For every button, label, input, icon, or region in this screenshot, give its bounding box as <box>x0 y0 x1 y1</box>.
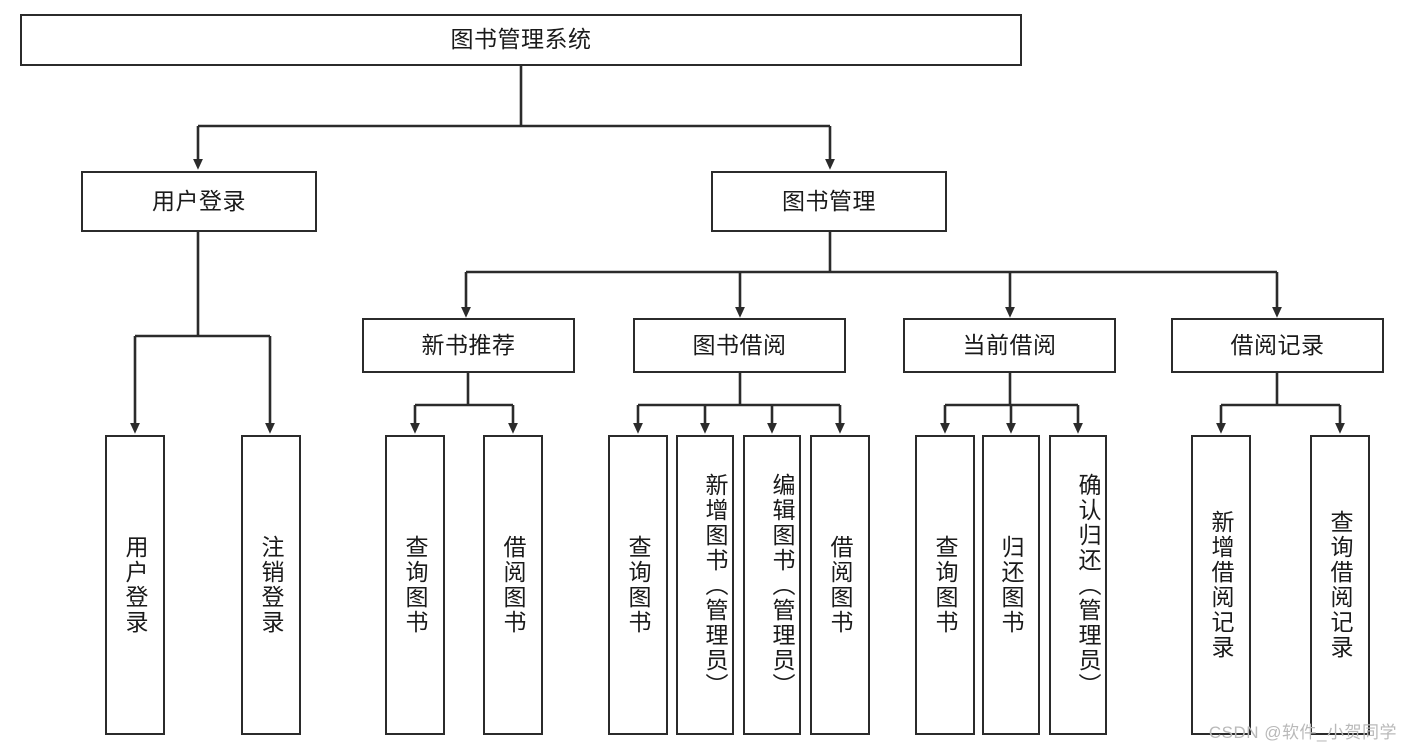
leaf-current-borrow-return[interactable]: 归还图书 <box>982 435 1040 735</box>
node-current-borrow[interactable]: 当前借阅 <box>903 318 1116 373</box>
node-new-book-recommend[interactable]: 新书推荐 <box>362 318 575 373</box>
node-book-management-label: 图书管理 <box>782 187 876 214</box>
node-borrow-record-label: 借阅记录 <box>1230 331 1325 358</box>
leaf-label: 借阅图书 <box>500 535 526 635</box>
leaf-label: 查询图书 <box>625 535 651 635</box>
leaf-label: 查询借阅记录 <box>1327 510 1353 660</box>
leaf-label: 用户登录 <box>122 535 148 635</box>
node-user-login-label: 用户登录 <box>152 187 246 214</box>
leaf-label: 新增借阅记录 <box>1208 510 1234 660</box>
node-root[interactable]: 图书管理系统 <box>20 14 1022 66</box>
leaf-label: 确认归还（管理员） <box>1075 472 1101 698</box>
node-root-label: 图书管理系统 <box>450 26 592 53</box>
leaf-user-login-signin[interactable]: 用户登录 <box>105 435 165 735</box>
csdn-watermark: CSDN @软件_小贺同学 <box>1208 723 1397 742</box>
leaf-borrow-record-query[interactable]: 查询借阅记录 <box>1310 435 1370 735</box>
node-borrow-record[interactable]: 借阅记录 <box>1171 318 1384 373</box>
node-new-book-recommend-label: 新书推荐 <box>421 331 516 358</box>
leaf-new-book-borrow[interactable]: 借阅图书 <box>483 435 543 735</box>
node-book-borrow-label: 图书借阅 <box>692 331 787 358</box>
leaf-book-borrow-edit[interactable]: 编辑图书（管理员） <box>743 435 801 735</box>
leaf-new-book-query[interactable]: 查询图书 <box>385 435 445 735</box>
leaf-current-borrow-confirm[interactable]: 确认归还（管理员） <box>1049 435 1107 735</box>
leaf-label: 归还图书 <box>998 535 1024 635</box>
node-user-login[interactable]: 用户登录 <box>81 171 317 232</box>
leaf-book-borrow-borrow[interactable]: 借阅图书 <box>810 435 870 735</box>
leaf-label: 查询图书 <box>402 535 428 635</box>
node-current-borrow-label: 当前借阅 <box>962 331 1057 358</box>
leaf-user-login-signout[interactable]: 注销登录 <box>241 435 301 735</box>
leaf-label: 查询图书 <box>932 535 958 635</box>
node-book-borrow[interactable]: 图书借阅 <box>633 318 846 373</box>
node-book-management[interactable]: 图书管理 <box>711 171 947 232</box>
leaf-label: 注销登录 <box>258 535 284 635</box>
leaf-borrow-record-add[interactable]: 新增借阅记录 <box>1191 435 1251 735</box>
leaf-book-borrow-query[interactable]: 查询图书 <box>608 435 668 735</box>
leaf-book-borrow-add[interactable]: 新增图书（管理员） <box>676 435 734 735</box>
leaf-label: 借阅图书 <box>827 535 853 635</box>
leaf-current-borrow-query[interactable]: 查询图书 <box>915 435 975 735</box>
leaf-label: 新增图书（管理员） <box>702 472 728 698</box>
leaf-label: 编辑图书（管理员） <box>769 472 795 698</box>
